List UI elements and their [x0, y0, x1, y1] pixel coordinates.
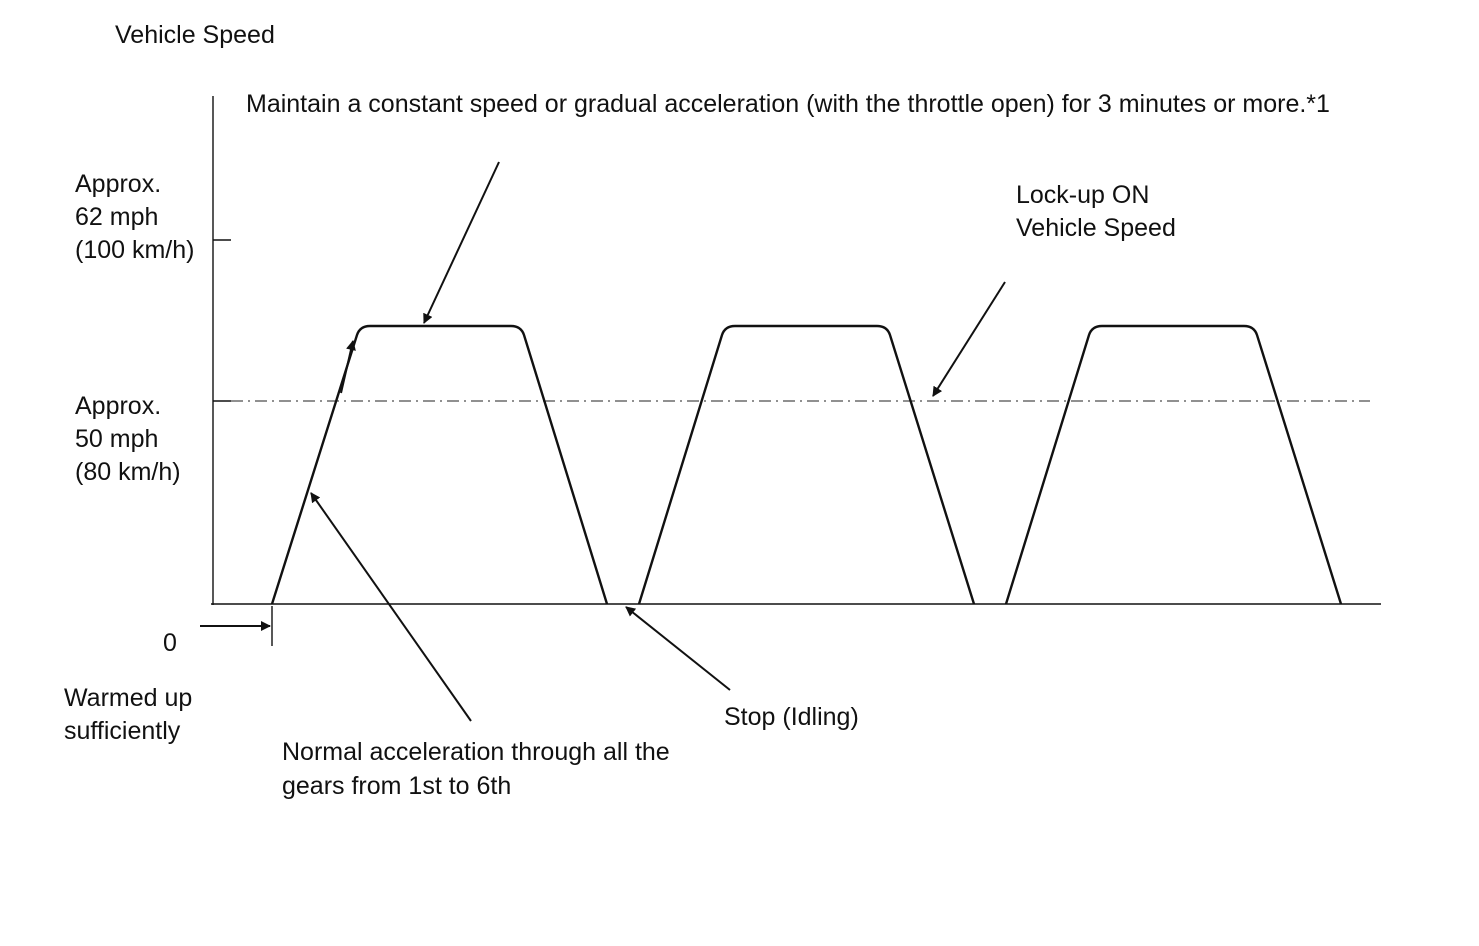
- lockup-label: Lock-up ON Vehicle Speed: [1016, 181, 1176, 242]
- normal-accel-arrow: [310, 492, 472, 722]
- speed-trace-cycle-1: [270, 324, 609, 605]
- speed-trace-cycle-3: [1004, 324, 1343, 605]
- constant-speed-arrow: [423, 161, 500, 324]
- speed-50mph-label: Approx. 50 mph (80 km/h): [75, 392, 181, 486]
- lockup-arrow: [932, 281, 1006, 397]
- speed-trace-cycle-2: [637, 324, 976, 605]
- warmed-up-label: Warmed up sufficiently: [64, 684, 199, 745]
- stop-arrow: [625, 606, 731, 691]
- y-axis-title: Vehicle Speed: [115, 21, 275, 49]
- accel-slope-arrow: [340, 340, 356, 394]
- normal-accel-label: Normal acceleration through all the gear…: [282, 738, 677, 800]
- constant-speed-note: Maintain a constant speed or gradual acc…: [246, 90, 1330, 118]
- speed-62mph-label: Approx. 62 mph (100 km/h): [75, 170, 194, 264]
- stop-idling-label: Stop (Idling): [724, 703, 859, 731]
- zero-label: 0: [163, 629, 177, 657]
